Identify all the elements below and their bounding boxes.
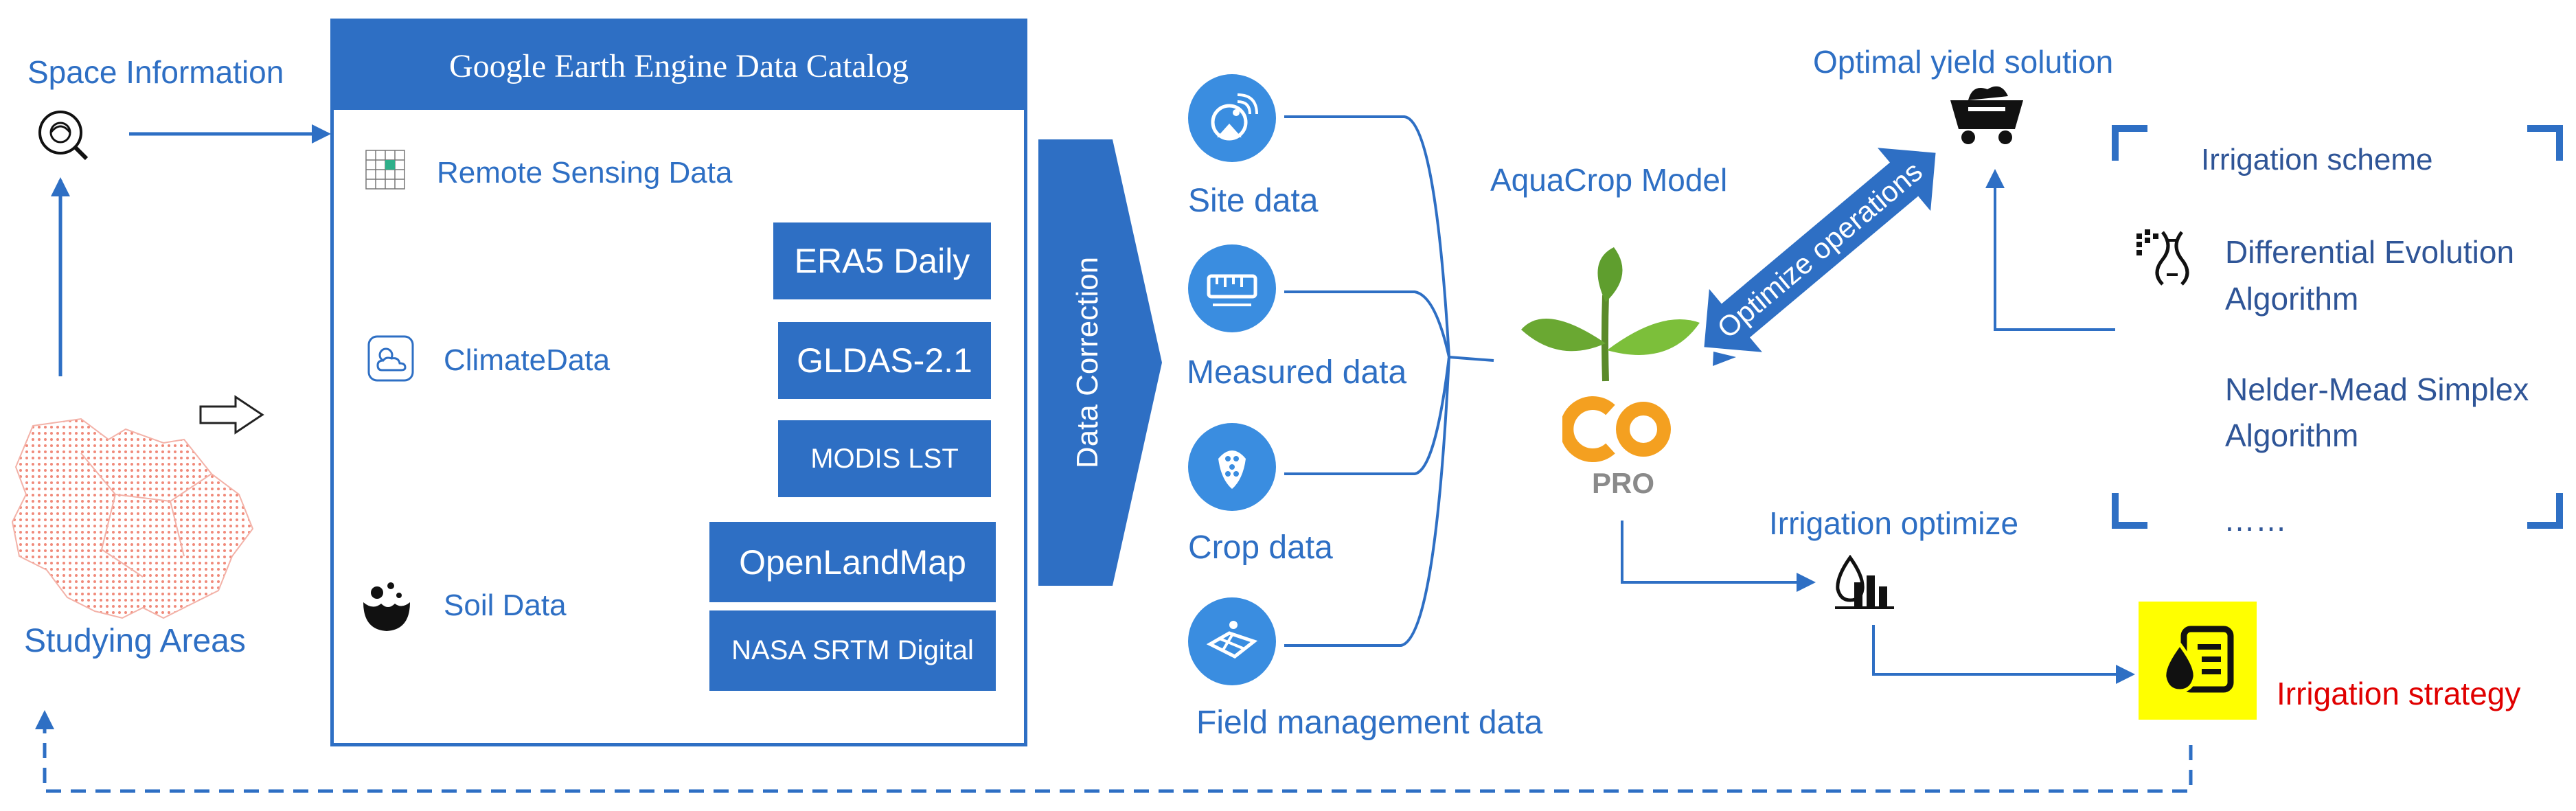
catalog-title: Google Earth Engine Data Catalog (334, 22, 1024, 110)
field-management-label: Field management data (1196, 705, 1543, 741)
soil-source-nasa-srtm: NASA SRTM Digital (709, 610, 996, 691)
soil-icon (356, 575, 417, 635)
crop-data-label: Crop data (1188, 529, 1333, 566)
weather-app-icon (367, 334, 415, 382)
data-correction-chevron: Data Correction (1038, 139, 1162, 586)
climate-source-gldas: GLDAS-2.1 (778, 322, 991, 399)
optimal-yield-label: Optimal yield solution (1813, 44, 2114, 80)
remote-sensing-label: Remote Sensing Data (437, 156, 733, 190)
right-outline-arrow-icon (198, 394, 266, 435)
climate-source-era5: ERA5 Daily (773, 222, 991, 299)
arrow-model-to-optimize (1621, 521, 1816, 592)
optimize-double-arrow (1713, 352, 1736, 366)
sprout-leaves-icon (1518, 247, 1703, 385)
irrigation-scheme-label: Irrigation scheme (2201, 143, 2433, 176)
measured-data-icon (1188, 244, 1276, 332)
study-area-map (5, 412, 261, 625)
water-chart-icon (1834, 554, 1895, 610)
differential-evolution-line1: Differential Evolution (2225, 234, 2515, 270)
differential-evolution-line2: Algorithm (2225, 281, 2359, 317)
nelder-mead-line2: Algorithm (2225, 418, 2359, 453)
optimize-operations-arrow: Optimize operations (1678, 122, 1962, 379)
arrow-algorithm-to-yield (1985, 169, 2115, 331)
data-correction-label: Data Correction (1071, 256, 1104, 469)
bracket-top-left (2112, 125, 2147, 161)
site-data-label: Site data (1188, 183, 1319, 219)
space-information-label: Space Information (27, 54, 284, 90)
feedback-dashed-loop (35, 710, 2193, 793)
inputs-merge (1284, 115, 1494, 647)
bracket-bottom-right (2527, 493, 2563, 529)
bracket-top-right (2527, 125, 2563, 161)
irrigation-strategy-label: Irrigation strategy (2277, 676, 2521, 711)
soil-data-label: Soil Data (444, 589, 567, 622)
climate-data-label: ClimateData (444, 343, 611, 377)
grid-map-icon (365, 149, 406, 190)
gee-data-catalog-panel: Google Earth Engine Data Catalog Remote … (330, 19, 1027, 746)
arrow-optimize-to-strategy (1872, 625, 2135, 684)
mine-cart-icon (1948, 80, 2026, 146)
nelder-mead-line1: Nelder-Mead Simplex (2225, 372, 2529, 407)
site-data-icon (1188, 74, 1276, 162)
dna-algorithm-icon (2132, 227, 2193, 287)
bracket-bottom-left (2112, 493, 2147, 529)
soil-source-openlandmap: OpenLandMap (709, 522, 996, 602)
field-management-icon (1188, 597, 1276, 685)
crop-data-icon (1188, 423, 1276, 511)
measured-data-label: Measured data (1187, 354, 1407, 391)
aquacrop-logo (1560, 395, 1679, 464)
irrigation-optimize-label: Irrigation optimize (1769, 505, 2019, 541)
aquacrop-model-label: AquaCrop Model (1490, 162, 1728, 198)
ellipsis-label: …… (2224, 502, 2287, 538)
studying-areas-label: Studying Areas (24, 623, 246, 659)
logo-sub-text: PRO (1592, 467, 1655, 499)
climate-source-modis: MODIS LST (778, 420, 991, 497)
irrigation-strategy-icon (2139, 602, 2257, 720)
search-globe-icon (34, 106, 91, 163)
